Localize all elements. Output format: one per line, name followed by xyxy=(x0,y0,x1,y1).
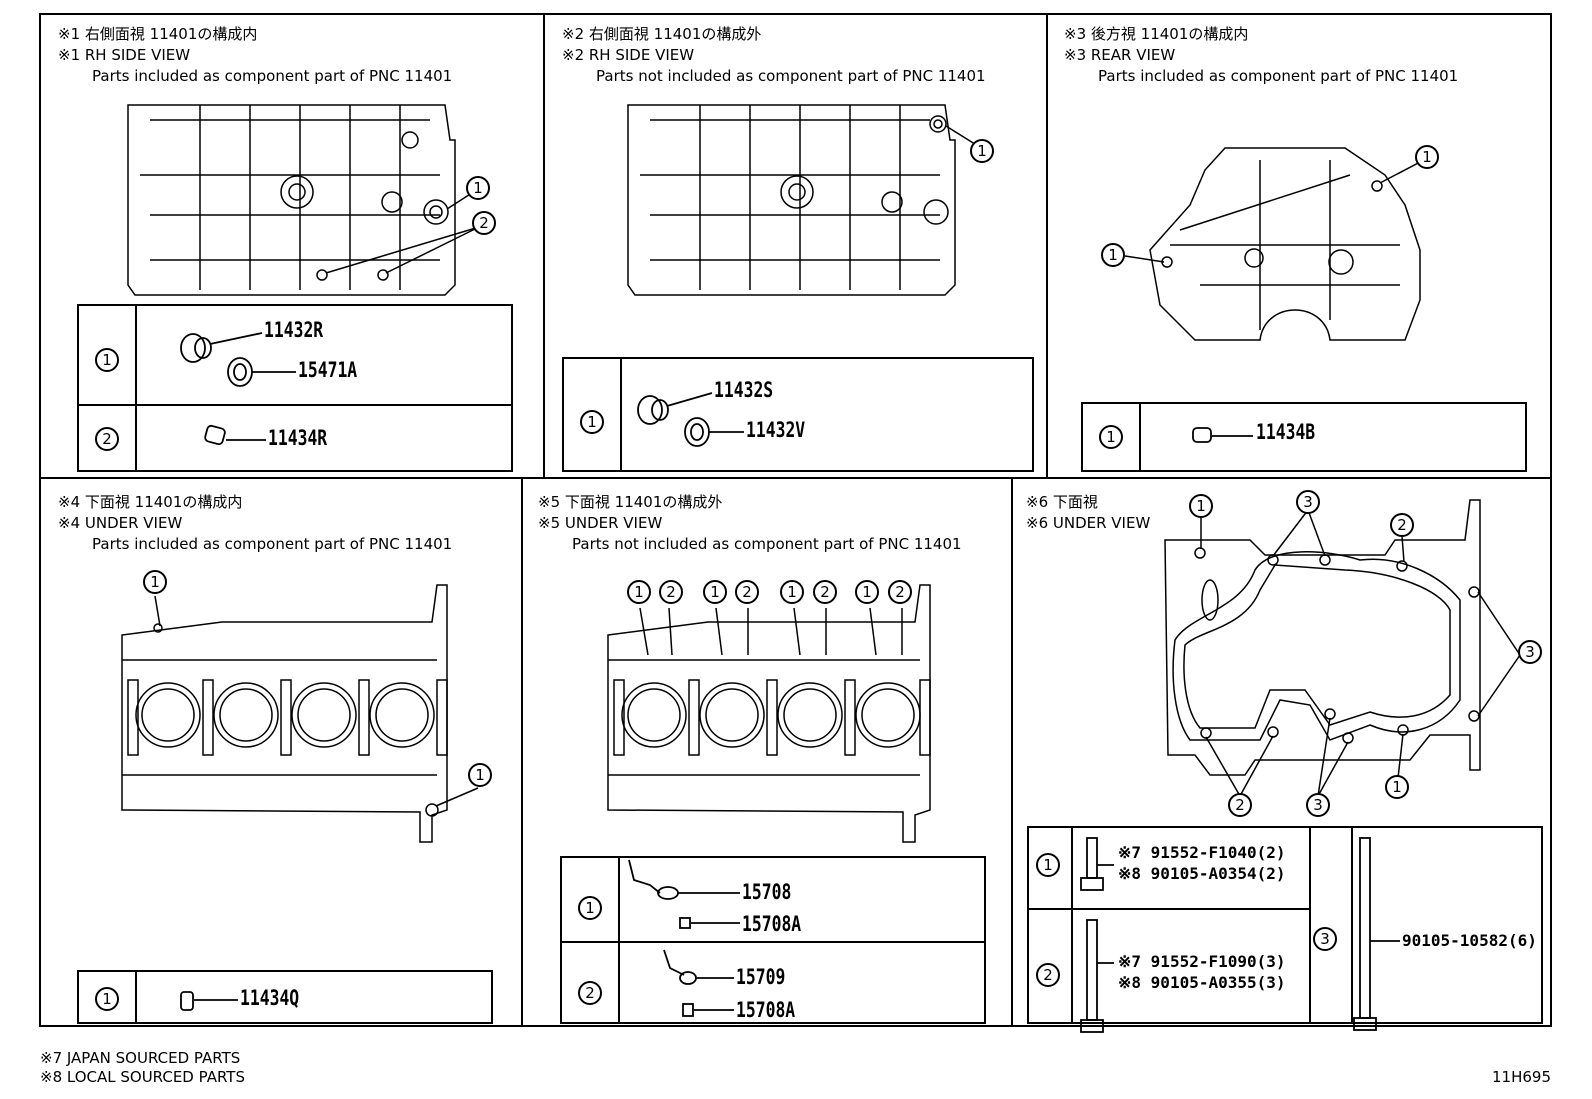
row-callout-1: 1 xyxy=(1099,425,1123,449)
part-label: 11432R xyxy=(264,318,324,342)
callout-1: 1 xyxy=(855,580,879,604)
panel-4-title-jp: ※4 下面視 11401の構成内 xyxy=(58,493,243,511)
engine-block-side-2 xyxy=(627,104,979,296)
engine-block-rear xyxy=(1124,147,1425,341)
footnote-japan-sourced: ※7 JAPAN SOURCED PARTS xyxy=(40,1049,241,1067)
part-icons xyxy=(180,332,1400,1033)
panel-3-title-en: ※3 REAR VIEW xyxy=(1064,46,1176,64)
callout-1: 1 xyxy=(627,580,651,604)
callout-2: 2 xyxy=(813,580,837,604)
parts-table-3 xyxy=(1081,402,1527,472)
callout-1: 1 xyxy=(1415,145,1439,169)
part-label: 15708A xyxy=(736,998,796,1022)
row-callout-2: 2 xyxy=(1036,963,1060,987)
engine-block-side-1 xyxy=(127,104,480,296)
callout-1: 1 xyxy=(780,580,804,604)
callout-1: 1 xyxy=(1189,494,1213,518)
panel-6-title-en: ※6 UNDER VIEW xyxy=(1026,514,1151,532)
part-label: 15471A xyxy=(298,358,358,382)
panel-6-title-jp: ※6 下面視 xyxy=(1026,493,1098,511)
panel-4-note: Parts included as component part of PNC … xyxy=(92,535,453,553)
diagram-code: 11H695 xyxy=(1492,1068,1551,1086)
parts-table-1 xyxy=(77,304,513,472)
panel-2-note: Parts not included as component part of … xyxy=(596,67,986,85)
parts-table-4 xyxy=(77,970,493,1024)
panel-5-note: Parts not included as component part of … xyxy=(572,535,962,553)
parts-table-6 xyxy=(1027,826,1543,1024)
part-label: 11432S xyxy=(714,378,774,402)
panel-4-title-en: ※4 UNDER VIEW xyxy=(58,514,183,532)
engine-block-under-3 xyxy=(1164,499,1521,797)
part-label: 15708A xyxy=(742,912,802,936)
callout-1: 1 xyxy=(466,176,490,200)
part-label: 15709 xyxy=(736,965,786,989)
row-callout-1: 1 xyxy=(1036,853,1060,877)
part-label: 11432V xyxy=(746,418,806,442)
part-label: ※8 90105-A0354(2) xyxy=(1118,864,1286,883)
engine-block-under-1 xyxy=(121,584,479,843)
callout-3: 3 xyxy=(1296,490,1320,514)
part-label: 15708 xyxy=(742,880,792,904)
part-label: 11434Q xyxy=(240,986,300,1010)
panel-3-note: Parts included as component part of PNC … xyxy=(1098,67,1459,85)
row-callout-2: 2 xyxy=(95,427,119,451)
callout-1: 1 xyxy=(1101,243,1125,267)
callout-2: 2 xyxy=(888,580,912,604)
parts-table-5 xyxy=(560,856,986,1024)
callout-3: 3 xyxy=(1306,793,1330,817)
part-label: ※7 91552-F1040(2) xyxy=(1118,843,1286,862)
callout-1: 1 xyxy=(468,763,492,787)
callout-1: 1 xyxy=(970,139,994,163)
engine-block-under-2 xyxy=(607,584,931,843)
panel-3-header: ※3 後方視 11401の構成内 ※3 REAR VIEW Parts incl… xyxy=(1064,24,1458,87)
panel-1-header: ※1 右側面視 11401の構成内 ※1 RH SIDE VIEW Parts … xyxy=(58,24,452,87)
panel-5-header: ※5 下面視 11401の構成外 ※5 UNDER VIEW Parts not… xyxy=(538,492,962,555)
part-label: 11434B xyxy=(1256,420,1316,444)
callout-2: 2 xyxy=(735,580,759,604)
panel-3-title-jp: ※3 後方視 11401の構成内 xyxy=(1064,25,1249,43)
part-label: ※7 91552-F1090(3) xyxy=(1118,952,1286,971)
row-callout-1: 1 xyxy=(578,896,602,920)
part-label: 90105-10582(6) xyxy=(1402,931,1537,950)
panel-5-title-jp: ※5 下面視 11401の構成外 xyxy=(538,493,723,511)
callout-2: 2 xyxy=(659,580,683,604)
callout-1: 1 xyxy=(703,580,727,604)
callout-1: 1 xyxy=(1385,775,1409,799)
callout-3: 3 xyxy=(1518,640,1542,664)
row-callout-2: 2 xyxy=(578,981,602,1005)
callout-2: 2 xyxy=(1228,793,1252,817)
callout-2: 2 xyxy=(472,211,496,235)
parts-table-2 xyxy=(562,357,1034,472)
panel-2-header: ※2 右側面視 11401の構成外 ※2 RH SIDE VIEW Parts … xyxy=(562,24,986,87)
callout-2: 2 xyxy=(1390,513,1414,537)
row-callout-1: 1 xyxy=(95,987,119,1011)
panel-5-title-en: ※5 UNDER VIEW xyxy=(538,514,663,532)
panel-2-title-en: ※2 RH SIDE VIEW xyxy=(562,46,695,64)
row-callout-3: 3 xyxy=(1313,927,1337,951)
row-callout-1: 1 xyxy=(580,410,604,434)
panel-1-title-jp: ※1 右側面視 11401の構成内 xyxy=(58,25,258,43)
panel-1-note: Parts included as component part of PNC … xyxy=(92,67,453,85)
panel-6-header: ※6 下面視 ※6 UNDER VIEW xyxy=(1026,492,1150,534)
panel-4-header: ※4 下面視 11401の構成内 ※4 UNDER VIEW Parts inc… xyxy=(58,492,452,555)
panel-2-title-jp: ※2 右側面視 11401の構成外 xyxy=(562,25,762,43)
part-label: ※8 90105-A0355(3) xyxy=(1118,973,1286,992)
footnote-local-sourced: ※8 LOCAL SOURCED PARTS xyxy=(40,1068,245,1086)
part-label: 11434R xyxy=(268,426,328,450)
row-callout-1: 1 xyxy=(95,348,119,372)
panel-1-title-en: ※1 RH SIDE VIEW xyxy=(58,46,191,64)
callout-1: 1 xyxy=(143,570,167,594)
